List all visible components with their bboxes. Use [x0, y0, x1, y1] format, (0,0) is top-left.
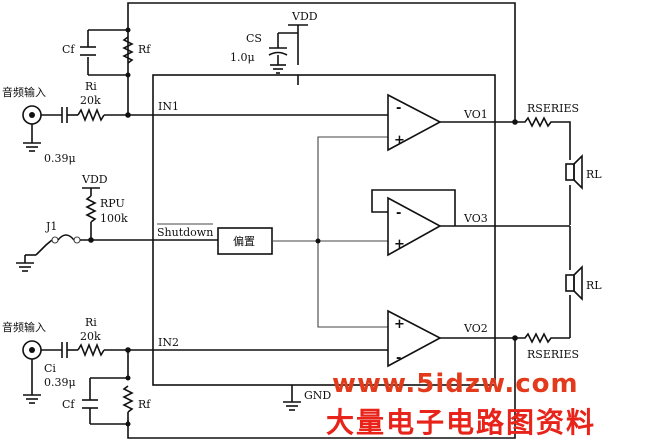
shutdown-label: Shutdown [157, 226, 213, 239]
in2-label: IN2 [158, 336, 179, 349]
rf-top-resistor [122, 36, 134, 64]
gnd-pin [283, 385, 301, 411]
audio-input-2 [22, 340, 153, 404]
amplifier-1 [153, 93, 571, 225]
rseries-bottom-label: RSERIES [527, 348, 579, 361]
ri-2-value-label: 20k [80, 330, 101, 343]
amp3-plus: + [394, 237, 405, 252]
watermark-site: www.5idzw.com [332, 369, 579, 399]
cf-bottom-label: Cf [62, 398, 75, 411]
speaker-top [565, 154, 583, 190]
op-amp-3 [387, 196, 442, 257]
amp2-minus: - [396, 351, 401, 366]
supply-decoupling [268, 24, 308, 85]
j1-label: J1 [45, 220, 57, 233]
rl-bottom-label: RL [586, 279, 602, 292]
rf-bottom-resistor [122, 385, 134, 413]
cf-top-label: Cf [62, 43, 75, 56]
ri-1-value-label: 20k [80, 94, 101, 107]
amplifier-3 [371, 189, 570, 257]
rf-top-label: Rf [138, 43, 151, 56]
vo1-label: VO1 [463, 108, 488, 121]
ri-1-resistor [77, 107, 105, 123]
watermark-title: 大量电子电路图资料 [326, 406, 596, 439]
rseries-bottom-resistor [515, 332, 570, 344]
rseries-top-label: RSERIES [527, 102, 579, 115]
vdd-top-label: VDD [291, 10, 318, 23]
shutdown-circuit [16, 187, 218, 272]
ci-2-label: Ci [44, 362, 56, 375]
vo2-label: VO2 [463, 322, 488, 335]
amp2-plus: + [394, 317, 405, 332]
feedback-network-top [80, 2, 516, 123]
ri-2-resistor [77, 342, 105, 358]
audio-input-1 [22, 105, 153, 152]
speaker-bottom [565, 226, 583, 338]
speaker-bottom-icon [565, 274, 575, 292]
rl-top-label: RL [586, 168, 602, 181]
rpu-value-label: 100k [100, 212, 128, 225]
bias-label: 偏置 [233, 234, 255, 248]
amp1-minus: - [396, 101, 401, 116]
ri-2-label: Ri [85, 316, 97, 329]
amp3-minus: - [396, 206, 401, 221]
rf-bottom-label: Rf [138, 398, 151, 411]
feedback-network-bottom [82, 347, 134, 427]
ic-package [152, 74, 496, 386]
rpu-label: RPU [100, 197, 125, 210]
vdd-mid-label: VDD [81, 173, 108, 186]
ci-1-value-label: 0.39μ [44, 152, 76, 165]
amp1-plus: + [394, 133, 405, 148]
rpu-resistor [85, 195, 97, 223]
audio-input-1-label: 音频输入 [2, 85, 46, 99]
amplifier-2 [127, 309, 570, 439]
bias-distribution [272, 136, 388, 328]
gnd-label: GND [304, 389, 331, 402]
audio-input-2-label: 音频输入 [2, 320, 46, 334]
j1-jumper [35, 239, 53, 256]
cs-label: CS [246, 32, 262, 45]
ri-1-label: Ri [85, 80, 97, 93]
vo3-label: VO3 [463, 212, 488, 225]
in1-label: IN1 [158, 100, 179, 113]
cs-value-label: 1.0μ [230, 51, 255, 64]
op-amp-1 [387, 93, 442, 152]
op-amp-2 [387, 309, 442, 368]
rseries-top-resistor [515, 116, 571, 160]
speaker-top-icon [565, 163, 575, 181]
ci-2-value-label: 0.39μ [44, 376, 76, 389]
